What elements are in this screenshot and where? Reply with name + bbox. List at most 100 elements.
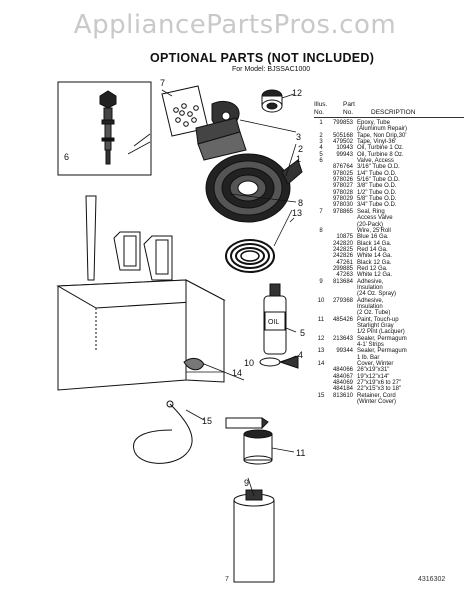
callout-1: 1 xyxy=(296,154,301,164)
illus-number: 3 xyxy=(319,139,323,146)
part-number: 505168 xyxy=(332,132,353,139)
part-description: Black 14 Ga. xyxy=(357,240,392,247)
part-description: 3/16" Tube O.D. xyxy=(357,164,400,171)
part-number: 978025 xyxy=(332,170,353,177)
winter-cover-icon xyxy=(56,279,226,391)
callout-15: 15 xyxy=(202,416,212,426)
part-description: (20-Pack) xyxy=(357,221,384,228)
part-description: Cover, Winter xyxy=(357,361,394,368)
permagum-strips-icon xyxy=(261,89,283,113)
part-number: 213643 xyxy=(332,335,353,342)
table-row: 1 lb. Bar xyxy=(314,355,470,361)
part-description: 19"x12"x14" xyxy=(357,373,390,380)
illus-number: 12 xyxy=(317,335,325,342)
part-number: 484067 xyxy=(332,373,353,380)
part-number: 978027 xyxy=(332,183,353,190)
part-number: 813684 xyxy=(332,278,353,285)
access-valve-icon xyxy=(99,90,117,165)
part-description: 3/4" Tube O.D. xyxy=(357,202,397,209)
part-description: (Winter Cover) xyxy=(357,399,397,406)
valve-inset-box xyxy=(57,81,152,176)
part-number: 99943 xyxy=(336,151,353,158)
part-description: Oil, Turbine 1 Oz. xyxy=(357,145,404,152)
callout-numbers: 7 12 3 2 6 1 8 13 5 4 10 14 15 11 9 OIL xyxy=(64,78,305,488)
part-description: Retainer, Cord xyxy=(357,392,396,399)
epoxy-tubes-icon xyxy=(113,231,173,281)
table-row: (20-Pack) xyxy=(314,222,470,228)
callout-leaders xyxy=(127,89,297,497)
part-description: Sealer, Permagum xyxy=(357,335,407,342)
callout-3: 3 xyxy=(296,132,301,142)
part-number: 484184 xyxy=(332,386,353,393)
part-number: 10943 xyxy=(336,145,353,152)
callout-2: 2 xyxy=(298,144,303,154)
part-description: Tape, Non Drip,30' xyxy=(357,132,407,139)
part-number: 799853 xyxy=(332,120,353,126)
wire-coil-icon xyxy=(225,239,275,273)
illus-number: 8 xyxy=(319,227,323,234)
part-description: Insulation xyxy=(357,284,383,291)
part-description: Access Valve xyxy=(357,215,393,222)
illus-number xyxy=(314,399,328,405)
part-description: White 12 Ga. xyxy=(357,272,393,279)
part-description: Adhesive, xyxy=(357,278,384,285)
part-number: 479502 xyxy=(332,139,353,146)
part-description: 27"x19"x6 to 27" xyxy=(357,380,402,387)
table-row: 4-1' Strips xyxy=(314,342,470,348)
cord-retainer-icon xyxy=(133,400,193,464)
part-number: 978030 xyxy=(332,202,353,209)
illus-number: 13 xyxy=(317,348,325,355)
part-description: Oil, Turbine 8 Oz. xyxy=(357,151,404,158)
part-description: Valve, Access xyxy=(357,158,394,165)
part-number: 978026 xyxy=(332,177,353,184)
table-row: 12 213643 Sealer, Permagum xyxy=(314,336,470,342)
table-row: (Aluminum Repair) xyxy=(314,126,470,132)
page-number: 7 xyxy=(225,576,229,583)
part-number: 813610 xyxy=(332,392,353,399)
part-description: (24 Oz. Spray) xyxy=(357,291,397,298)
callout-9: 9 xyxy=(244,478,249,488)
table-row: 1/2 Pint (Lacquer) xyxy=(314,329,470,335)
part-description: 4-1' Strips xyxy=(357,342,384,349)
callout-11: 11 xyxy=(296,448,305,458)
tape-roll-icon xyxy=(205,153,303,223)
callout-13: 13 xyxy=(292,208,302,218)
illus-number: 1 xyxy=(319,120,323,126)
part-number: 978029 xyxy=(332,196,353,203)
callout-12: 12 xyxy=(292,88,302,98)
model-subtitle: For Model: BJSSAC1000 xyxy=(232,66,311,73)
part-number: 485426 xyxy=(332,316,353,323)
part-number xyxy=(328,399,357,405)
part-description: Sealer, Permagum xyxy=(357,348,407,355)
watermark: AppliancePartsPros.com xyxy=(73,10,397,40)
table-row: (2 Oz. Tube) xyxy=(314,310,470,316)
illus-number: 10 xyxy=(317,297,325,304)
callout-4: 4 xyxy=(298,350,303,360)
part-description: (Aluminum Repair) xyxy=(357,126,408,133)
callout-8: 8 xyxy=(298,198,303,208)
table-row: 484067 19"x12"x14" xyxy=(314,374,470,380)
part-description: Blue 16 Ga. xyxy=(357,234,389,241)
callout-7: 7 xyxy=(160,78,165,88)
oil-label: OIL xyxy=(268,319,279,326)
